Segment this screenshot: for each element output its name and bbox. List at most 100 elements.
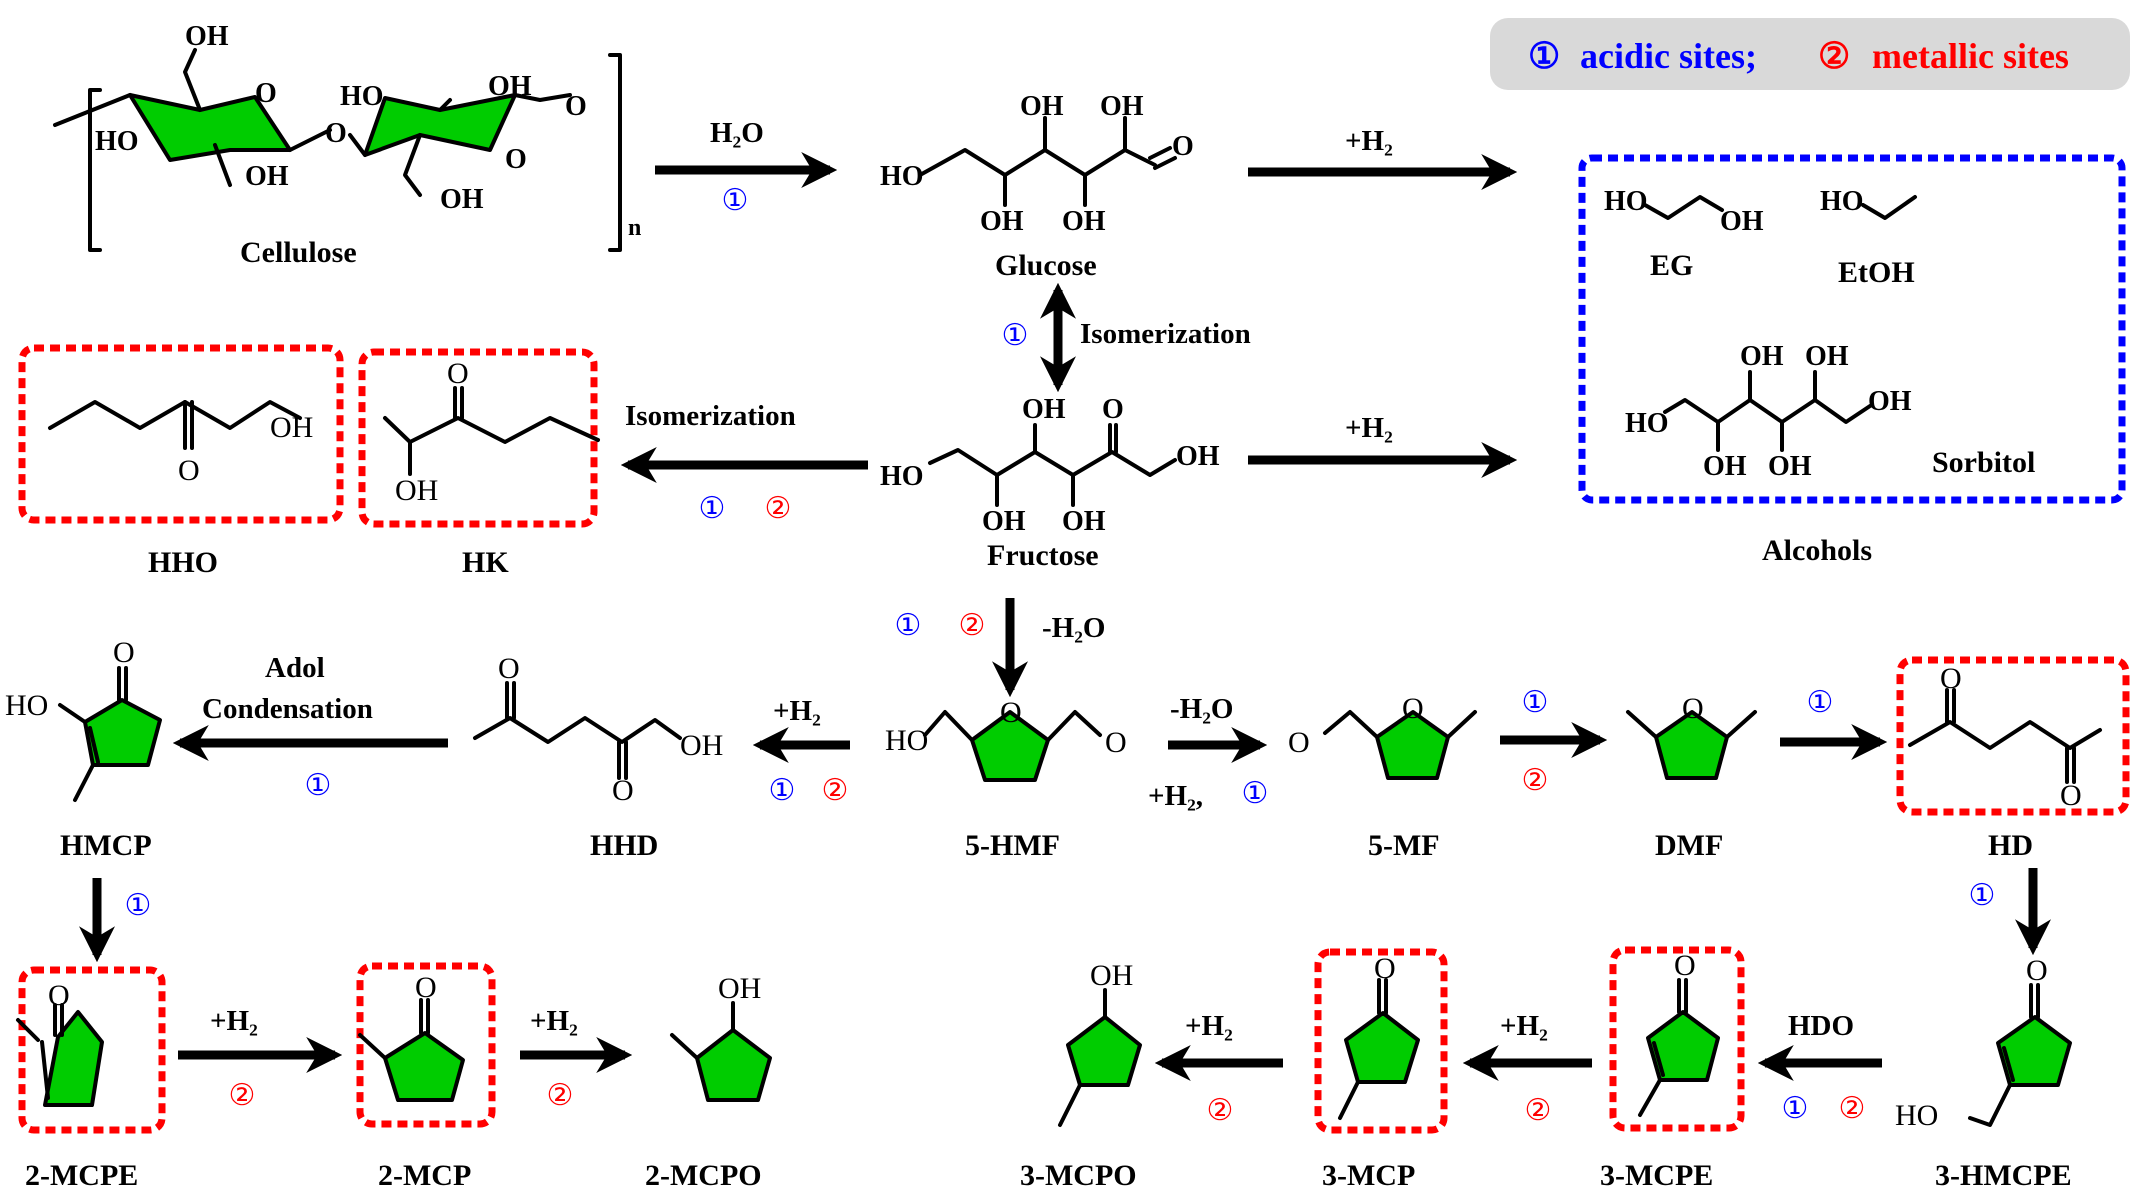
bond-line [183, 48, 202, 112]
atom-o: O [178, 454, 200, 487]
atom-oh: OH [1720, 206, 1764, 237]
alcohols-group: HO OH EG HO EtOH HO OH OH OH OH OH Sorbi… [1578, 154, 2126, 567]
cond-aldol: Adol [265, 652, 325, 684]
atom-o: O [1172, 131, 1194, 162]
atom-oh: OH [1868, 386, 1912, 417]
atom-oh: OH [440, 184, 484, 215]
cond-3-mcpe-to-3-mcp: +H₂ [1500, 1010, 1548, 1042]
atom-ho: HO [1625, 408, 1669, 439]
label-sorbitol: Sorbitol [1932, 446, 2035, 479]
label-hk: HK [462, 546, 509, 579]
atom-ho: HO [885, 724, 928, 757]
hd-structure: O O HD [1896, 656, 2130, 862]
legend-metallic-label: metallic sites [1872, 36, 2069, 76]
legend-metallic-symbol: ② [1818, 36, 1850, 76]
atom-oh: OH [980, 206, 1024, 237]
atom-o: O [2026, 954, 2048, 987]
bond-line [2002, 1046, 2015, 1082]
2-mcp-structure: O 2-MCP [356, 962, 496, 1192]
cyclopentanol-ring [695, 1028, 772, 1102]
cond-aldol-condensation: Condensation [202, 693, 373, 725]
2-mcpe-structure: O 2-MCPE [16, 966, 166, 1192]
cond-hmf-to-mf-bottom: +H₂, [1148, 780, 1203, 812]
cyclopentanone-ring [1344, 1011, 1420, 1084]
bond-line [2065, 746, 2076, 784]
bond-line [40, 1040, 50, 1100]
label-eg: EG [1650, 249, 1693, 282]
cat-acid-hmcp-to-2-mcpe: ① [125, 889, 152, 922]
3-hmcpe-structure: O HO 3-HMCPE [1895, 954, 2072, 1192]
bond-line [1677, 978, 1688, 1014]
5-mf-structure: O O 5-MF [1288, 692, 1477, 862]
bond-line [16, 1018, 40, 1042]
cyclopentanone-ring [383, 1031, 465, 1102]
cat-acid-hd-to-3-hmcpe: ① [1969, 879, 1996, 912]
bond-line [928, 448, 1177, 477]
atom-oh: OH [1100, 91, 1144, 122]
bond-line [453, 386, 464, 420]
bond-line [183, 400, 194, 450]
bond-line [213, 143, 232, 187]
cat-metal-hdo: ② [1839, 1092, 1866, 1125]
2-mcpo-structure: OH 2-MCPO [645, 972, 772, 1192]
cat-metal-isomerization-fructose: ② [765, 492, 792, 525]
label-hho: HHO [148, 546, 218, 579]
atom-oh: OH [1768, 451, 1812, 482]
label-5-hmf: 5-HMF [965, 829, 1060, 862]
bond-line [670, 1033, 699, 1060]
bond-line [403, 133, 422, 197]
atom-o: O [447, 357, 469, 390]
bond-line [1003, 116, 1127, 207]
atom-o: O [1682, 692, 1704, 725]
atom-o: O [255, 78, 277, 109]
atom-o-bridge: O [325, 118, 347, 149]
bond-line [1663, 398, 1872, 424]
label-3-mcpo: 3-MCPO [1020, 1159, 1137, 1192]
bond-line [473, 716, 682, 744]
label-2-mcp: 2-MCP [378, 1159, 471, 1192]
bond-line [995, 423, 1118, 507]
atom-oh: OH [982, 506, 1026, 537]
cellulose-structure: OH O HO OH O HO OH O OH O n Cellulose [53, 21, 641, 269]
atom-oh: OH [1740, 341, 1784, 372]
atom-oh: OH [1703, 451, 1747, 482]
label-hd: HD [1988, 829, 2033, 862]
atom-o: O [505, 144, 527, 175]
cyclopentenone-ring [83, 698, 162, 767]
hd-highlight-box [1896, 656, 2130, 816]
hho-structure: OH O HHO [18, 344, 344, 579]
right-bracket [608, 53, 622, 252]
atom-ho: HO [95, 126, 139, 157]
3-mcpe-highlight-box [1609, 946, 1745, 1132]
cyclopentenone-ring [1646, 1010, 1720, 1082]
cat-metal-3-mcp-to-3-mcpo: ② [1207, 1094, 1234, 1127]
atom-o: O [1674, 949, 1696, 982]
bond-line [1626, 710, 1658, 739]
atom-o: O [113, 636, 135, 669]
label-cellulose: Cellulose [240, 236, 357, 269]
atom-oh: OH [1805, 341, 1849, 372]
bond-line [2029, 983, 2040, 1019]
cat-metal-3-mcpe-to-3-mcp: ② [1525, 1094, 1552, 1127]
atom-oh: OH [1090, 959, 1133, 992]
bond-line [1945, 688, 1956, 724]
atom-oh: OH [1176, 441, 1220, 472]
atom-ho: HO [340, 81, 384, 112]
atom-oh: OH [1062, 506, 1106, 537]
label-fructose: Fructose [987, 539, 1099, 572]
atom-oh: OH [395, 474, 438, 507]
atom-oh: OH [488, 71, 532, 102]
atom-o: O [1940, 662, 1962, 695]
bond-line [438, 98, 452, 112]
atom-ho: HO [5, 689, 48, 722]
bond-line [48, 400, 302, 430]
hk-highlight-box [358, 348, 598, 528]
hho-highlight-box [18, 344, 344, 524]
hhd-structure: O OH O HHD [473, 652, 723, 862]
bond-line [1968, 1083, 2012, 1127]
bond-line [58, 703, 87, 724]
cond-hydrolysis: H₂O [710, 117, 764, 149]
furan-ring [1375, 710, 1450, 780]
cond-2-mcpe-to-2-mcp: +H₂ [210, 1005, 258, 1037]
